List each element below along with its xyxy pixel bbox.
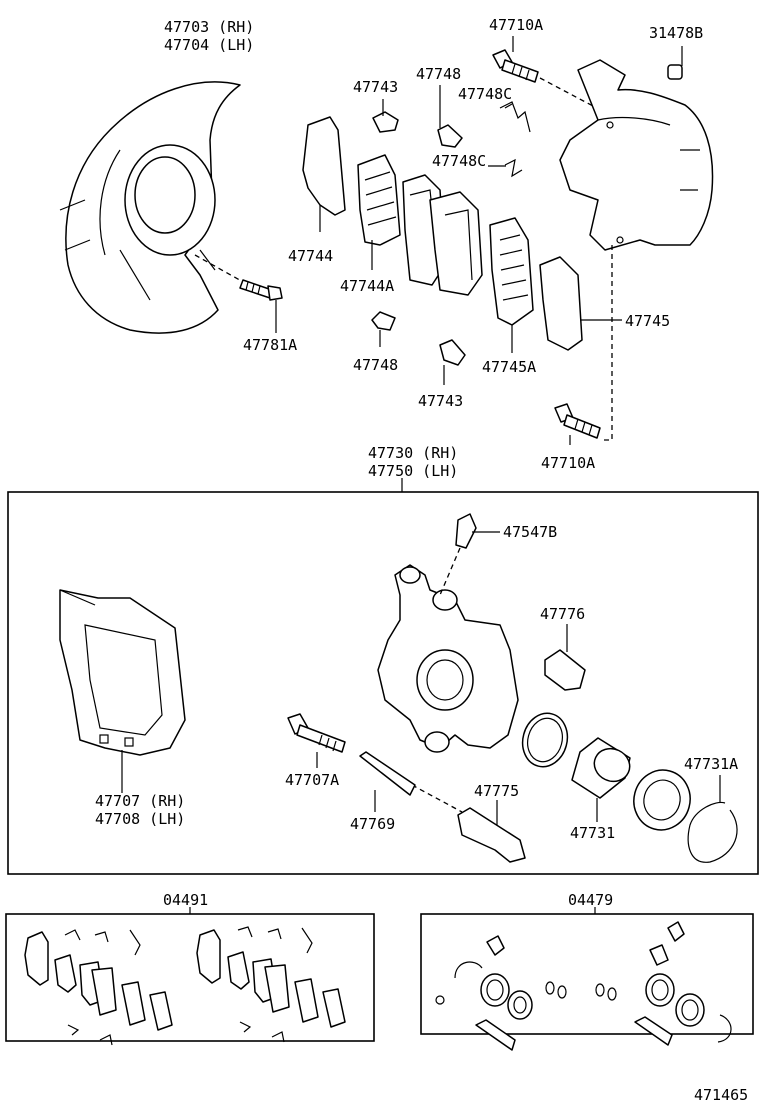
label-47743-top: 47743 — [353, 78, 398, 96]
label-47748C-b: 47748C — [432, 152, 486, 170]
bushing-47776 — [544, 649, 586, 691]
caliper-body-drawing — [377, 564, 519, 753]
label-47708: 47708 (LH) — [95, 810, 185, 828]
boot-seal — [633, 769, 691, 831]
shim-47744 — [302, 116, 346, 216]
bleeder-47547B — [455, 513, 477, 549]
pin-line — [411, 784, 463, 813]
label-47776: 47776 — [540, 605, 585, 623]
pin-47775 — [457, 807, 526, 863]
ring-47731A — [687, 801, 738, 863]
clip-47743-top — [372, 111, 399, 133]
bolt-47710A-top — [492, 49, 539, 83]
bracket-47707-drawing — [59, 589, 186, 756]
clip-47748-bot — [371, 311, 396, 331]
label-47730: 47730 (RH) — [368, 444, 458, 462]
torque-plate-drawing — [559, 59, 714, 251]
pad-outer — [429, 191, 483, 296]
kit-04491-parts — [24, 926, 346, 1046]
label-47703: 47703 (RH) — [164, 18, 254, 36]
bleeder-31478B — [667, 64, 683, 80]
bolt-47710A-bottom — [554, 403, 601, 439]
label-47710A-bot: 47710A — [541, 454, 595, 472]
bolt-47781A — [239, 279, 283, 301]
label-47775: 47775 — [474, 782, 519, 800]
dust-cover-drawing — [59, 81, 241, 334]
caliper-lower-bolt-line — [600, 245, 613, 441]
label-47748-bot: 47748 — [353, 356, 398, 374]
piston-47731 — [571, 737, 631, 799]
bolt-47707A — [287, 713, 346, 753]
label-47731A: 47731A — [684, 755, 738, 773]
label-47704: 47704 (LH) — [164, 36, 254, 54]
label-47748C-a: 47748C — [458, 85, 512, 103]
clip-47748-top — [437, 124, 463, 148]
label-kit-04491: 04491 — [163, 891, 208, 909]
label-47707: 47707 (RH) — [95, 792, 185, 810]
dust-cover-bolt-line — [194, 254, 246, 284]
part-labels: 47703 (RH) 47704 (LH) 47710A 31478B 4774… — [95, 16, 748, 1104]
spring-47748C-a — [499, 101, 531, 133]
label-47748-top: 47748 — [416, 65, 461, 83]
label-31478B: 31478B — [649, 24, 703, 42]
kit-04479-parts — [435, 921, 732, 1051]
kit-04491-box — [5, 913, 375, 1042]
piston-seal — [521, 712, 569, 768]
label-47547B: 47547B — [503, 523, 557, 541]
figure-number: 471465 — [694, 1086, 748, 1104]
label-47743-bot: 47743 — [418, 392, 463, 410]
label-47731: 47731 — [570, 824, 615, 842]
clip-47743-bot — [439, 339, 466, 366]
label-47781A: 47781A — [243, 336, 297, 354]
label-47745A: 47745A — [482, 358, 536, 376]
label-47707A: 47707A — [285, 771, 339, 789]
label-47744: 47744 — [288, 247, 333, 265]
kit-04479-box — [420, 913, 754, 1035]
shim-47744A — [357, 154, 401, 246]
label-kit-04479: 04479 — [568, 891, 613, 909]
label-47750: 47750 (LH) — [368, 462, 458, 480]
shim-47745A — [489, 217, 534, 326]
label-47769: 47769 — [350, 815, 395, 833]
shim-47745 — [539, 256, 583, 351]
label-47745: 47745 — [625, 312, 670, 330]
leader-lines-top — [275, 36, 683, 492]
bleeder-line — [439, 547, 461, 596]
label-47710A-top: 47710A — [489, 16, 543, 34]
label-47744A: 47744A — [340, 277, 394, 295]
leader-lines-caliper — [121, 531, 721, 825]
spring-47748C-b — [504, 158, 523, 178]
caliper-group-box — [7, 491, 759, 875]
pin-47769 — [359, 751, 416, 796]
